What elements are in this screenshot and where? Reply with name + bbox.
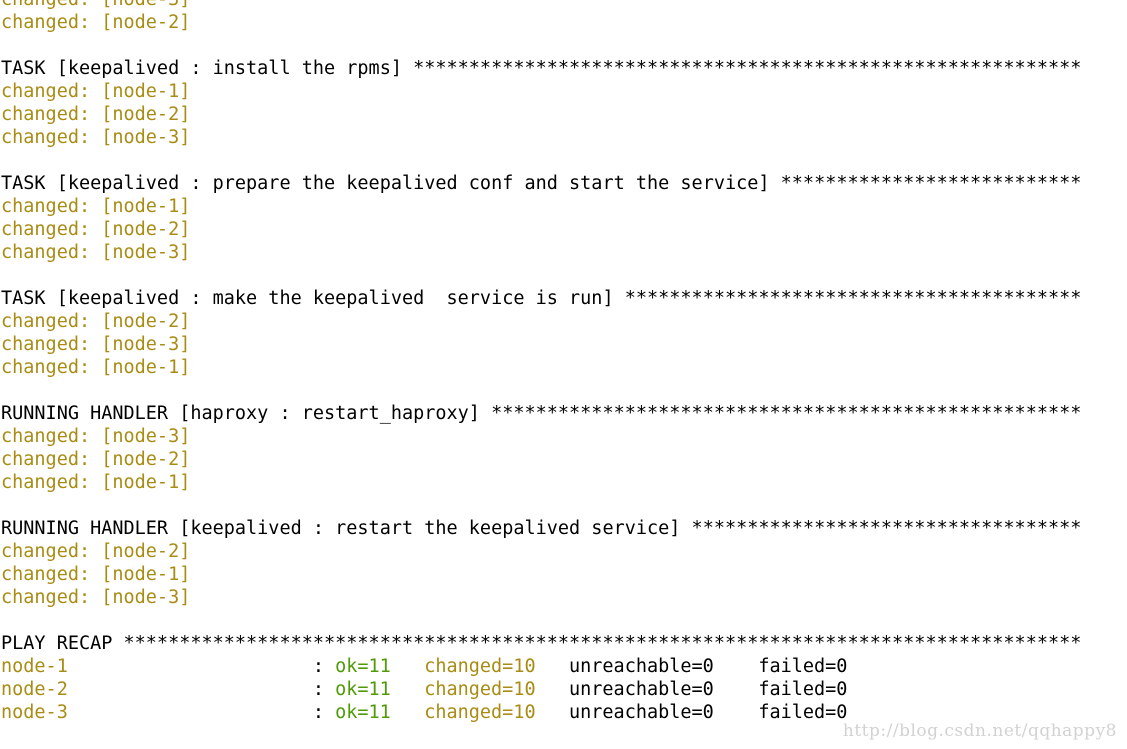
task-result-line: changed: [node-2]	[1, 12, 191, 33]
play-recap-header: PLAY RECAP *****************************…	[1, 633, 1082, 654]
recap-ok: ok=11	[335, 702, 391, 723]
recap-ok: ok=11	[335, 656, 391, 677]
recap-unreachable: unreachable=0	[569, 679, 714, 700]
task-result-line: changed: [node-1]	[1, 472, 191, 493]
recap-failed: failed=0	[758, 679, 848, 700]
recap-row: node-2 : ok=11 changed=10 unreachable=0 fai…	[1, 678, 1127, 701]
recap-row: node-1 : ok=11 changed=10 unreachable=0 fai…	[1, 655, 1127, 678]
task-result-line: changed: [node-2]	[1, 104, 191, 125]
recap-host: node-3	[1, 702, 68, 723]
task-result-line: changed: [node-1]	[1, 357, 191, 378]
recap-failed: failed=0	[758, 702, 848, 723]
recap-separator: :	[301, 679, 336, 700]
blank-line	[1, 34, 1127, 57]
recap-ok: ok=11	[335, 679, 391, 700]
task-result-line: changed: [node-3]	[1, 426, 191, 447]
task-header: RUNNING HANDLER [keepalived : restart th…	[1, 518, 1082, 539]
task-result-line: changed: [node-1]	[1, 564, 191, 585]
blank-line	[1, 609, 1127, 632]
recap-separator: :	[301, 702, 336, 723]
watermark: http://blog.csdn.net/qqhappy8	[842, 721, 1117, 741]
task-header: TASK [keepalived : prepare the keepalive…	[1, 173, 1082, 194]
task-result-line: changed: [node-2]	[1, 311, 191, 332]
recap-changed: changed=10	[424, 656, 536, 677]
recap-host: node-1	[1, 656, 68, 677]
blank-line	[1, 149, 1127, 172]
recap-changed: changed=10	[424, 679, 536, 700]
blank-line	[1, 264, 1127, 287]
recap-unreachable: unreachable=0	[569, 702, 714, 723]
recap-row: node-3 : ok=11 changed=10 unreachable=0 fai…	[1, 701, 1127, 724]
recap-failed: failed=0	[758, 656, 848, 677]
task-result-line: changed: [node-3]	[1, 242, 191, 263]
task-result-line: changed: [node-3]	[1, 127, 191, 148]
recap-host: node-2	[1, 679, 68, 700]
task-result-line: changed: [node-2]	[1, 541, 191, 562]
task-result-line: changed: [node-1]	[1, 196, 191, 217]
task-header: RUNNING HANDLER [haproxy : restart_hapro…	[1, 403, 1082, 424]
task-result-line: changed: [node-3]	[1, 334, 191, 355]
blank-line	[1, 494, 1127, 517]
recap-separator: :	[301, 656, 336, 677]
task-header: TASK [keepalived : install the rpms] ***…	[1, 58, 1082, 79]
recap-changed: changed=10	[424, 702, 536, 723]
task-result-line: changed: [node-3]	[1, 587, 191, 608]
task-header: TASK [keepalived : make the keepalived s…	[1, 288, 1082, 309]
blank-line	[1, 379, 1127, 402]
task-result-line: changed: [node-3]	[1, 0, 1127, 11]
task-result-line: changed: [node-1]	[1, 81, 191, 102]
task-result-line: changed: [node-2]	[1, 219, 191, 240]
recap-unreachable: unreachable=0	[569, 656, 714, 677]
task-result-line: changed: [node-2]	[1, 449, 191, 470]
